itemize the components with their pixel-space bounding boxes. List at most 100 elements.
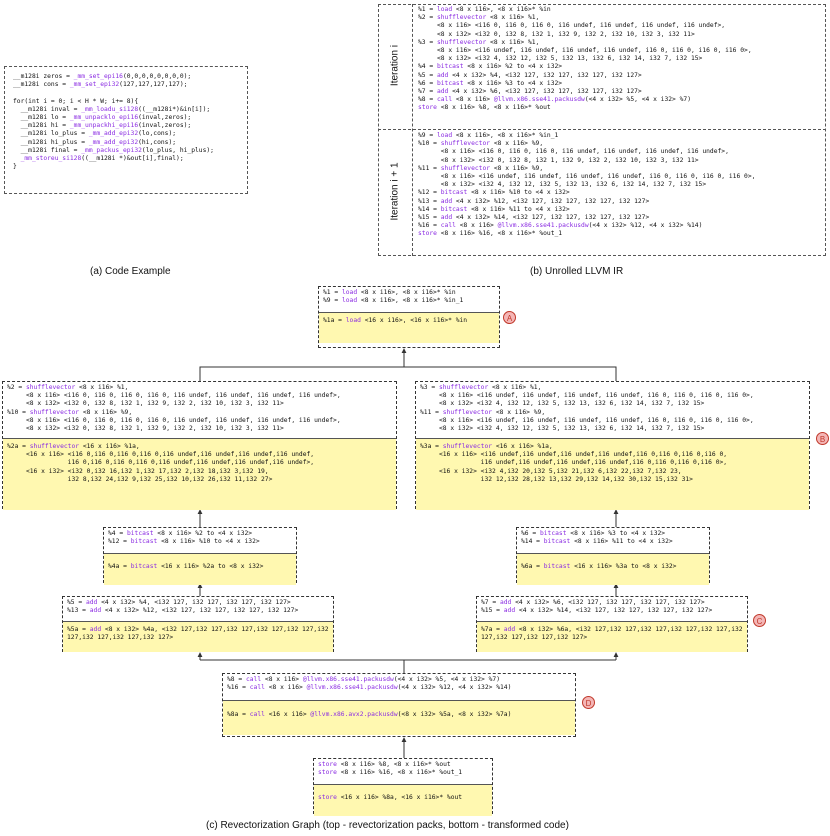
badge-d: D: [582, 696, 595, 709]
iteration-label-divider: [412, 4, 413, 256]
code-line: %7 = add <4 x i32> %6, <i32 127, i32 127…: [418, 88, 642, 96]
code-example: __m128i zeros = _mm_set_epi16(0,0,0,0,0,…: [13, 73, 239, 171]
code-line: <8 x i16> <i16 undef, i16 undef, i16 und…: [418, 47, 752, 55]
code-line: %4 = bitcast <8 x i16> %2 to <4 x i32>: [108, 530, 253, 537]
code-line: %8 = call <8 x i16> @llvm.x86.sse41.pack…: [227, 676, 500, 683]
code-line: store <8 x i16> %16, <8 x i16>* %out_1: [418, 230, 563, 238]
code-line: %2 = shufflevector <8 x i16> %1,: [7, 384, 129, 391]
code-line: <8 x i32> <i32 0, i32 8, i32 1, i32 9, i…: [418, 30, 695, 38]
code-line: for(int i = 0; i < H * W; i+= 8){: [13, 97, 139, 105]
code-line: %4 = bitcast <8 x i16> %2 to <4 x i32>: [418, 63, 563, 71]
badge-a: A: [503, 311, 516, 324]
iteration-i1-code: %9 = load <8 x i16>, <8 x i16>* %in_1%10…: [418, 132, 755, 239]
code-line: __m128i final = _mm_packus_epi32(lo_plus…: [13, 146, 214, 154]
code-line: %1 = load <8 x i16>, <8 x i16>* %in: [323, 289, 456, 296]
code-line: %11 = shufflevector <8 x i16> %9,: [418, 164, 544, 172]
code-line: %4a = bitcast <16 x i16> %2a to <8 x i32…: [108, 563, 264, 570]
code-line: %1a = load <16 x i16>, <16 x i16>* %in: [323, 317, 468, 324]
iteration-divider: [378, 129, 826, 130]
code-line: <8 x i16> <i16 undef, i16 undef, i16 und…: [420, 392, 754, 400]
code-line: <16 x i16> <i16 undef,i16 undef,i16 unde…: [420, 451, 728, 459]
code-line: <8 x i32> <i32 0, i32 8, i32 1, i32 9, i…: [7, 400, 284, 408]
code-line: __m128i inval = _mm_loadu_si128((__m128i…: [13, 105, 211, 113]
code-line: i16 undef,i16 undef,i16 undef,i16 undef,…: [420, 459, 728, 467]
node-bitcast-hi: %6 = bitcast <8 x i16> %3 to <4 x i32>%1…: [516, 527, 710, 585]
code-line: __m128i hi = _mm_unpackhi_epi16(inval,ze…: [13, 122, 192, 130]
code-line: %7 = add <4 x i32> %6, <i32 127, i32 127…: [481, 599, 705, 606]
code-line: %3a = shufflevector <16 x i16> %1a,: [420, 443, 553, 450]
code-line: <8 x i16> <i16 0, i16 0, i16 0, i16 unde…: [418, 22, 726, 30]
code-line: %5 = add <4 x i32> %4, <i32 127, i32 127…: [418, 71, 642, 79]
node-call: %8 = call <8 x i16> @llvm.x86.sse41.pack…: [222, 673, 576, 737]
code-line: __m128i cons = _mm_set_epi32(127,127,127…: [13, 81, 188, 89]
code-line: __m128i lo_plus = _mm_add_epi32(lo,cons)…: [13, 130, 177, 138]
code-line: <8 x i32> <i32 4, i32 12, i32 5, i32 13,…: [420, 425, 705, 433]
llvm-ir-caption: (b) Unrolled LLVM IR: [530, 266, 624, 277]
llvm-ir-box: [378, 4, 826, 256]
code-line: %8a = call <16 x i16> @llvm.x86.avx2.pac…: [227, 711, 512, 718]
code-line: %12 = bitcast <8 x i16> %10 to <4 x i32>: [418, 189, 570, 197]
edge-call-lo: [200, 659, 405, 673]
code-line: %16 = call <8 x i16> @llvm.x86.sse41.pac…: [227, 684, 512, 692]
code-line: %16 = call <8 x i16> @llvm.x86.sse41.pac…: [418, 222, 703, 230]
node-shuffle-hi: %3 = shufflevector <8 x i16> %1, <8 x i1…: [415, 381, 810, 510]
code-line: %15 = add <4 x i32> %14, <i32 127, i32 1…: [481, 607, 713, 615]
code-line: store <8 x i16> %8, <8 x i16>* %out: [318, 761, 451, 768]
code-example-box: __m128i zeros = _mm_set_epi16(0,0,0,0,0,…: [4, 66, 248, 194]
code-line: <8 x i32> <i32 0, i32 8, i32 1, i32 9, i…: [418, 156, 699, 164]
code-line: <8 x i16> <i16 0, i16 0, i16 0, i16 unde…: [418, 148, 729, 156]
node-add-hi: %7 = add <4 x i32> %6, <i32 127, i32 127…: [476, 596, 748, 652]
code-line: 127,i32 127,i32 127,i32 127>: [481, 634, 588, 642]
node-store: store <8 x i16> %8, <8 x i16>* %out store…: [313, 758, 493, 816]
code-line: %14 = bitcast <8 x i16> %11 to <4 x i32>: [418, 205, 570, 213]
node-shuffle-lo: %2 = shufflevector <8 x i16> %1, <8 x i1…: [2, 381, 397, 510]
code-line: <8 x i16> <i16 undef, i16 undef, i16 und…: [418, 173, 756, 181]
code-line: %10 = shufflevector <8 x i16> %9,: [418, 140, 544, 148]
code-line: <8 x i16> <i16 0, i16 0, i16 0, i16 0, i…: [7, 392, 341, 400]
code-line: %10 = shufflevector <8 x i16> %9,: [7, 408, 133, 416]
code-line: %12 = bitcast <8 x i16> %10 to <4 x i32>: [108, 538, 260, 546]
code-line: %11 = shufflevector <8 x i16> %9,: [420, 408, 546, 416]
code-line: <8 x i32> <i32 4, i32 12, i32 5, i32 13,…: [418, 55, 703, 63]
code-line: store <16 x i16> %8a, <16 x i16>* %out: [318, 794, 463, 801]
code-line: %13 = add <4 x i32> %12, <i32 127, i32 1…: [418, 197, 650, 205]
code-line: %8 = call <8 x i16> @llvm.x86.sse41.pack…: [418, 96, 691, 104]
code-line: __m128i zeros = _mm_set_epi16(0,0,0,0,0,…: [13, 73, 192, 80]
code-line: %5a = add <8 x i32> %4a, <i32 127,i32 12…: [67, 626, 329, 633]
code-line: %6 = bitcast <8 x i16> %3 to <4 x i32>: [521, 530, 666, 537]
code-line: __m128i hi_plus = _mm_add_epi32(hi,cons)…: [13, 138, 177, 146]
badge-b: B: [816, 432, 829, 445]
code-line: i32 12,i32 28,i32 13,i32 29,i32 14,i32 3…: [420, 475, 693, 483]
graph-caption: (c) Revectorization Graph (top - revecto…: [206, 820, 569, 831]
code-line: <8 x i16> <i16 undef, i16 undef, i16 und…: [420, 416, 754, 424]
code-line: _mm_storeu_si128((__m128i *)&out[i],fina…: [20, 155, 184, 163]
code-example-caption: (a) Code Example: [90, 266, 171, 277]
code-line: %3 = shufflevector <8 x i16> %1,: [420, 384, 542, 391]
code-line: %14 = bitcast <8 x i16> %11 to <4 x i32>: [521, 538, 673, 546]
code-line: %9 = load <8 x i16>, <8 x i16>* %in_1: [323, 297, 464, 305]
code-line: %1 = load <8 x i16>, <8 x i16>* %in: [418, 6, 551, 13]
code-line: <8 x i16> <i16 0, i16 0, i16 0, i16 0, i…: [7, 416, 341, 424]
code-line: i32 8,i32 24,i32 9,i32 25,i32 10,i32 26,…: [7, 475, 273, 483]
badge-c: C: [753, 614, 766, 627]
code-line: <8 x i32> <i32 0, i32 8, i32 1, i32 9, i…: [7, 425, 284, 433]
code-line: %6 = bitcast <8 x i16> %3 to <4 x i32>: [418, 79, 563, 87]
code-line: %7a = add <8 x i32> %6a, <i32 127,i32 12…: [481, 626, 743, 633]
code-line: 127,i32 127,i32 127,i32 127>: [67, 634, 174, 642]
edge-shuffles-split: [199, 366, 617, 381]
code-line: }: [13, 163, 17, 171]
code-line: <16 x i32> <i32 0,i32 16,i32 1,i32 17,i3…: [7, 467, 269, 475]
node-load: %1 = load <8 x i16>, <8 x i16>* %in%9 = …: [318, 286, 500, 348]
code-line: store <8 x i16> %8, <8 x i16>* %out: [418, 104, 551, 112]
code-line: %3 = shufflevector <8 x i16> %1,: [418, 38, 540, 46]
code-line: i16 0,i16 0,i16 0,i16 0,i16 undef,i16 un…: [7, 459, 315, 467]
code-line: <16 x i16> <i16 0,i16 0,i16 0,i16 0,i16 …: [7, 451, 315, 459]
code-line: __m128i lo = _mm_unpacklo_epi16(inval,ze…: [13, 114, 192, 122]
code-line: %9 = load <8 x i16>, <8 x i16>* %in_1: [418, 132, 559, 139]
node-bitcast-lo: %4 = bitcast <8 x i16> %2 to <4 x i32>%1…: [103, 527, 297, 585]
node-add-lo: %5 = add <4 x i32> %4, <i32 127, i32 127…: [62, 596, 334, 652]
code-line: %13 = add <4 x i32> %12, <i32 127, i32 1…: [67, 607, 299, 615]
code-line: %2 = shufflevector <8 x i16> %1,: [418, 14, 540, 22]
code-line: <8 x i32> <i32 4, i32 12, i32 5, i32 13,…: [418, 181, 707, 189]
